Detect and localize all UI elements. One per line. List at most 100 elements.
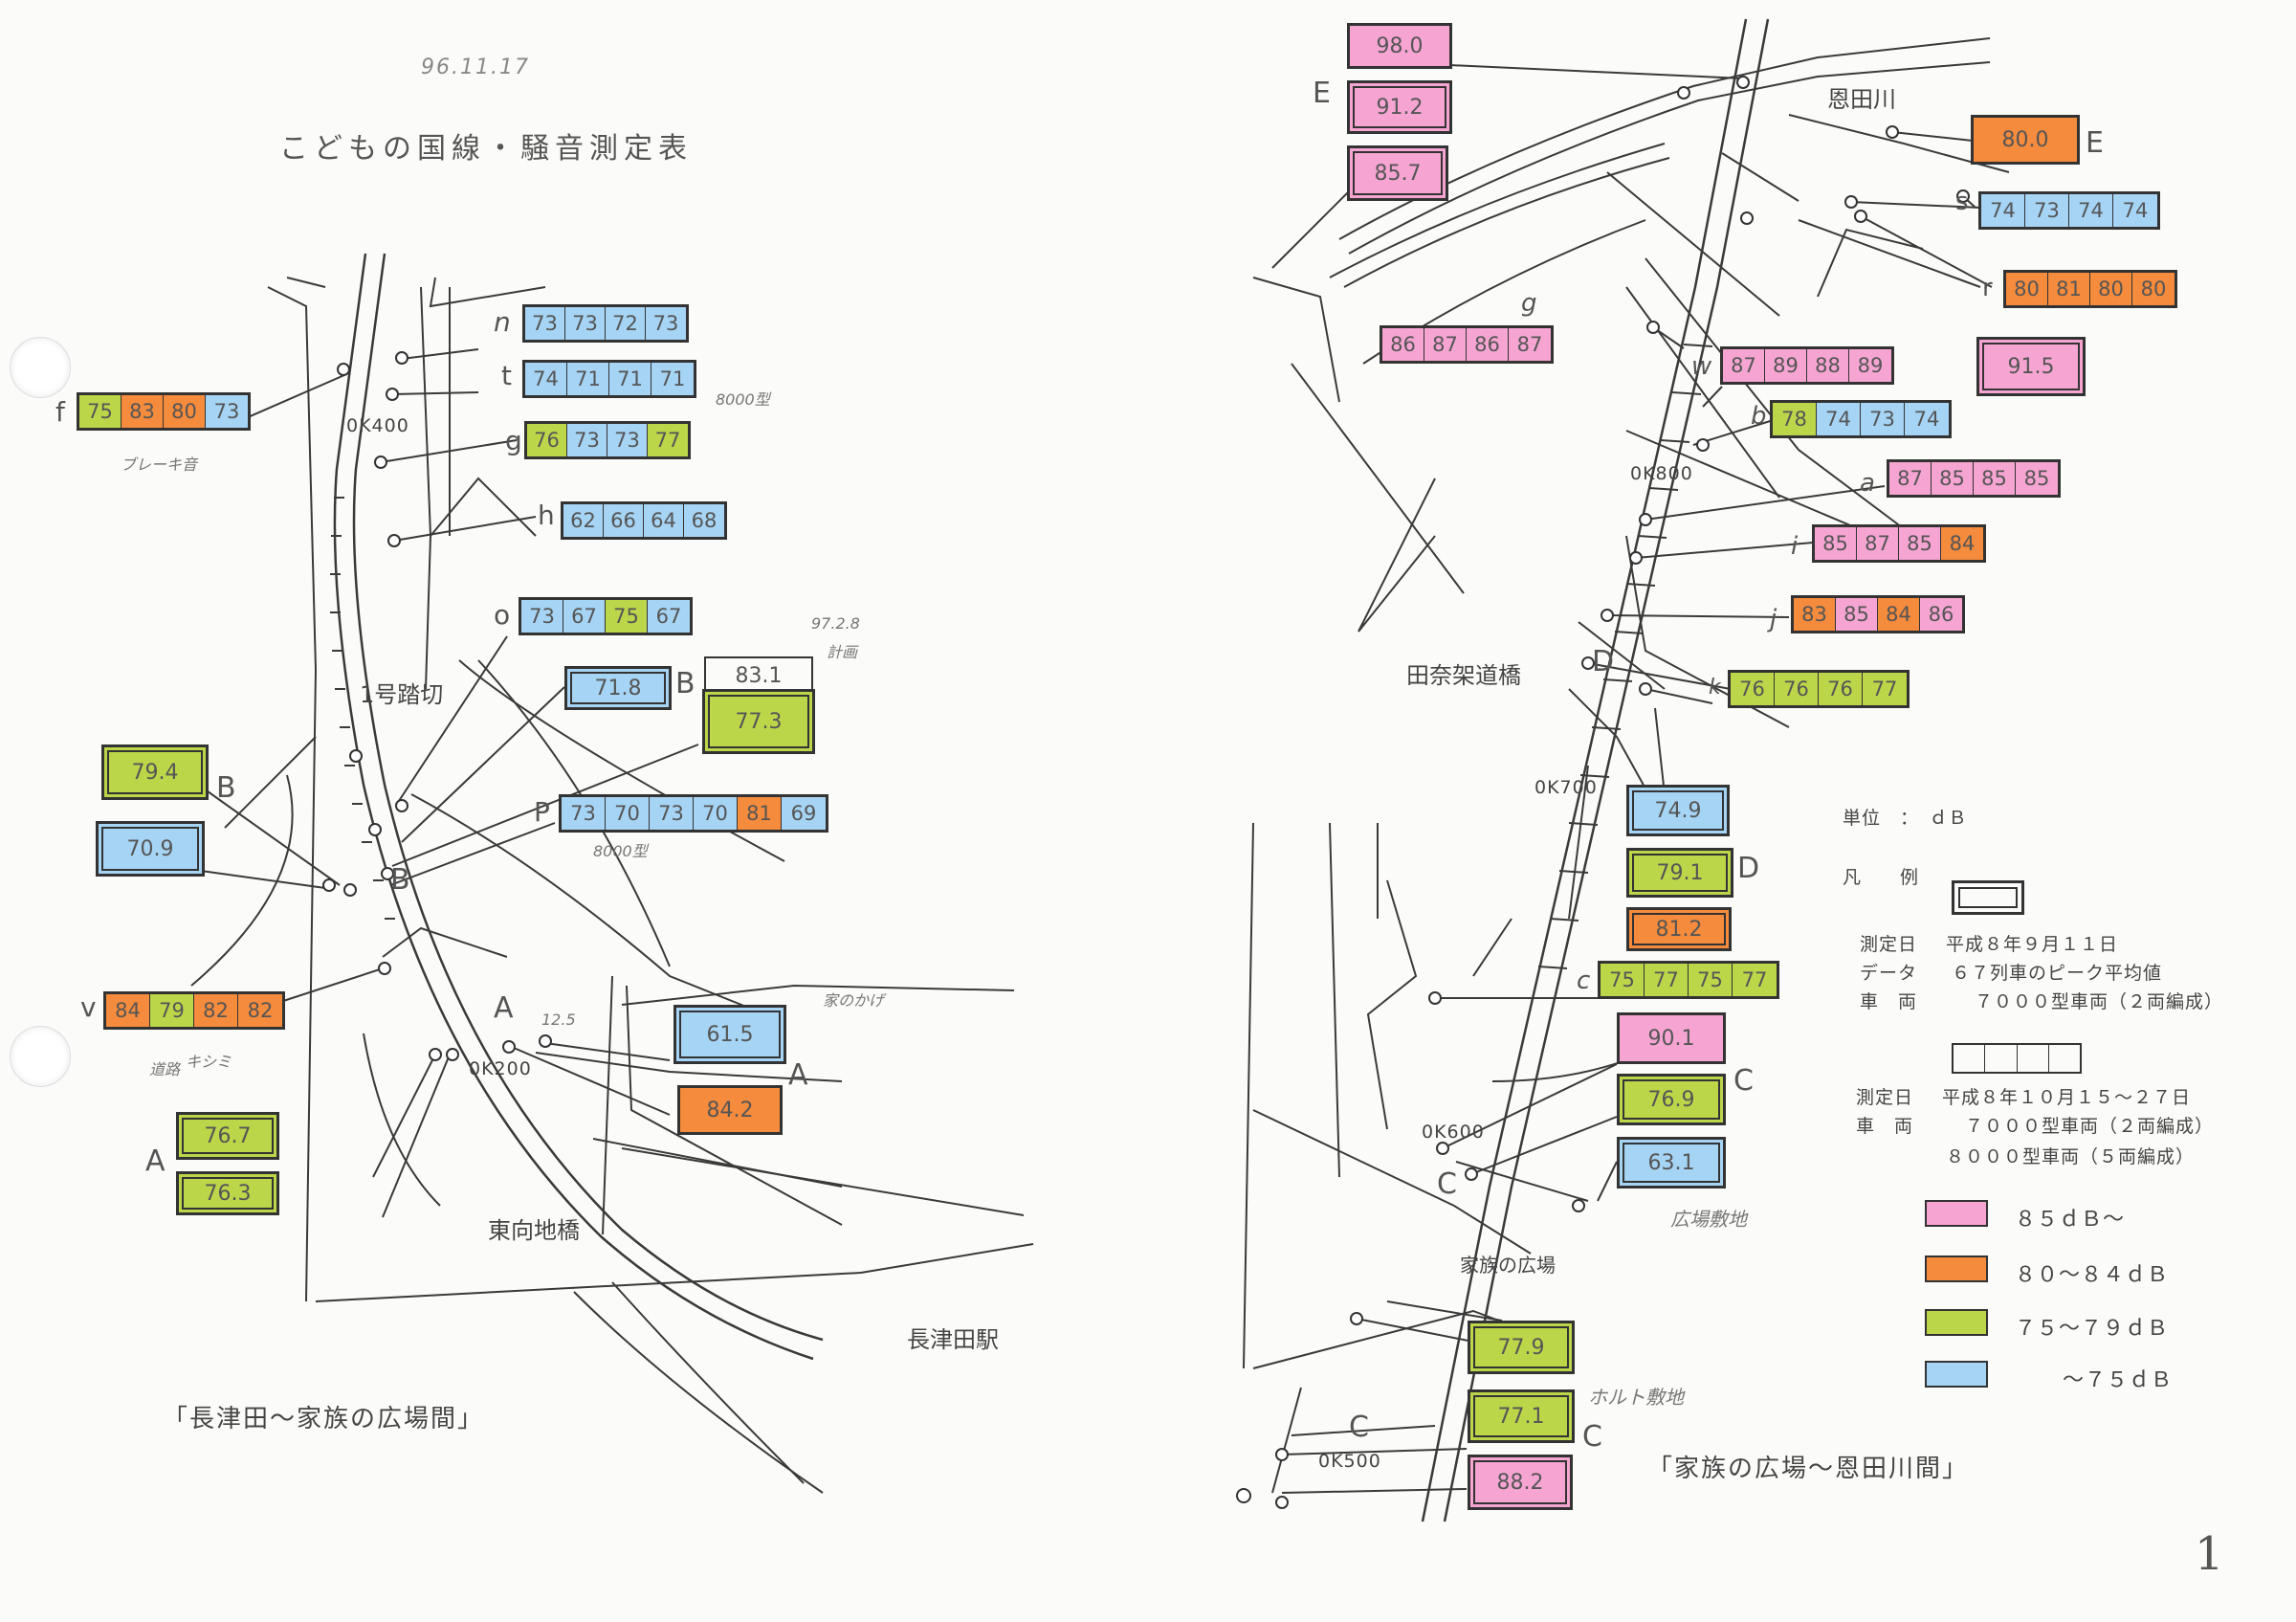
punch-hole-bottom bbox=[10, 1026, 71, 1087]
value-cell: 85 bbox=[1974, 462, 2016, 495]
row-id-k: k bbox=[1709, 676, 1721, 700]
note-yard-1: 広場敷地 bbox=[1670, 1208, 1747, 1231]
legend-four-cell-swatch bbox=[1952, 1043, 2082, 1074]
value-cell: 73 bbox=[206, 395, 248, 428]
value-box-912: 91.2 bbox=[1347, 80, 1452, 134]
legend-m2-car-1: ７０００型車両（２両編成） bbox=[1965, 1116, 2215, 1137]
value-cell: 73 bbox=[562, 797, 606, 830]
value-cell: 88 bbox=[1807, 349, 1849, 382]
value-box-767: 76.7 bbox=[176, 1112, 279, 1160]
value-cell: 76 bbox=[1819, 673, 1863, 705]
station-label: 長津田駅 bbox=[907, 1326, 999, 1353]
row-id-n: n bbox=[494, 306, 511, 338]
value-box-773: 77.3 bbox=[702, 689, 815, 754]
legend-key: 凡 例 bbox=[1843, 867, 1920, 888]
right-map-caption: 「家族の広場～恩田川間」 bbox=[1647, 1455, 1970, 1483]
note-date: 97.2.8 bbox=[811, 614, 860, 633]
legend-m1-date-label: 測定日 bbox=[1860, 934, 1918, 955]
value-cell: 87 bbox=[1857, 527, 1899, 560]
legend-swatch-85 bbox=[1925, 1200, 1988, 1227]
value-cell: 75 bbox=[1689, 964, 1733, 996]
value-cell: 71 bbox=[567, 363, 609, 395]
legend-cell bbox=[1954, 1045, 1986, 1072]
row-id-a: a bbox=[1860, 469, 1875, 498]
legend-cell bbox=[2049, 1045, 2080, 1072]
row-id-o: o bbox=[494, 599, 511, 631]
mark-b-3: B bbox=[390, 863, 410, 897]
river-label: 恩田川 bbox=[1827, 86, 1896, 113]
value-cell: 67 bbox=[563, 600, 606, 633]
legend-swatch-80 bbox=[1925, 1255, 1988, 1282]
row-id-v: v bbox=[80, 991, 97, 1023]
legend-single-box-swatch bbox=[1952, 880, 2024, 915]
legend-m2-date: 平成８年１０月１５～２７日 bbox=[1942, 1087, 2192, 1108]
row-id-i: i bbox=[1791, 532, 1799, 561]
value-cell: 75 bbox=[79, 395, 121, 428]
value-box-718: 71.8 bbox=[564, 666, 672, 710]
value-cell: 77 bbox=[1863, 673, 1907, 705]
value-cell: 87 bbox=[1509, 328, 1551, 361]
note-125: 12.5 bbox=[541, 1011, 576, 1029]
value-box-882: 88.2 bbox=[1468, 1455, 1573, 1510]
value-cell: 73 bbox=[565, 307, 606, 340]
value-cell: 85 bbox=[1932, 462, 1974, 495]
row-id-g2: g bbox=[1521, 289, 1537, 318]
km-400-label: 0K400 bbox=[346, 415, 409, 436]
note-8000-t: 8000型 bbox=[716, 390, 770, 409]
value-cell: 71 bbox=[651, 363, 694, 395]
row-id-r: r bbox=[1982, 274, 1993, 302]
punch-hole-top bbox=[10, 337, 71, 398]
value-cell: 80 bbox=[2006, 273, 2048, 305]
value-cell: 69 bbox=[782, 797, 826, 830]
tana-bridge-label: 田奈架道橋 bbox=[1406, 662, 1521, 689]
legend-swatch-75 bbox=[1925, 1309, 1988, 1336]
legend-m1-car-label: 車 両 bbox=[1860, 991, 1918, 1012]
crossing-label: 1号踏切 bbox=[360, 681, 444, 708]
value-cell: 80 bbox=[164, 395, 206, 428]
value-box-749: 74.9 bbox=[1626, 785, 1730, 836]
value-box-631: 63.1 bbox=[1617, 1137, 1726, 1189]
value-cell: 85 bbox=[2016, 462, 2058, 495]
value-cell: 70 bbox=[606, 797, 650, 830]
km-700-label: 0K700 bbox=[1534, 777, 1598, 798]
mark-b-1: B bbox=[675, 667, 695, 700]
row-id-t: t bbox=[501, 360, 512, 391]
value-cell: 84 bbox=[1878, 598, 1920, 631]
km-600-label: 0K600 bbox=[1422, 1122, 1485, 1143]
row-id-w: w bbox=[1691, 352, 1712, 381]
value-cell: 84 bbox=[106, 994, 150, 1027]
value-cell: 80 bbox=[2132, 273, 2175, 305]
value-cell: 73 bbox=[567, 424, 607, 456]
value-cell: 82 bbox=[194, 994, 238, 1027]
mark-a-2: A bbox=[788, 1058, 808, 1092]
mark-a-3: A bbox=[145, 1144, 166, 1178]
row-id-p: P bbox=[534, 796, 550, 828]
value-box-779: 77.9 bbox=[1468, 1321, 1575, 1374]
row-id-g: g bbox=[505, 425, 522, 456]
mark-c-1: C bbox=[1733, 1064, 1754, 1098]
value-cell: 80 bbox=[2090, 273, 2132, 305]
value-box-915: 91.5 bbox=[1976, 337, 2086, 396]
value-box-791: 79.1 bbox=[1626, 848, 1733, 898]
bridge-label: 東向地橋 bbox=[488, 1217, 580, 1244]
value-cell: 74 bbox=[1981, 194, 2025, 227]
value-cell: 89 bbox=[1849, 349, 1891, 382]
value-cell: 68 bbox=[684, 504, 724, 537]
value-cell: 77 bbox=[1645, 964, 1689, 996]
note-shadow: 家のかげ bbox=[823, 991, 885, 1010]
legend-m1-data-label: データ bbox=[1860, 963, 1918, 984]
legend-m2-date-label: 測定日 bbox=[1856, 1087, 1914, 1108]
value-cell: 74 bbox=[2113, 194, 2157, 227]
value-cell: 73 bbox=[646, 307, 686, 340]
value-cell: 86 bbox=[1920, 598, 1962, 631]
legend-range-lt75: ～７５ｄＢ bbox=[2063, 1368, 2174, 1392]
